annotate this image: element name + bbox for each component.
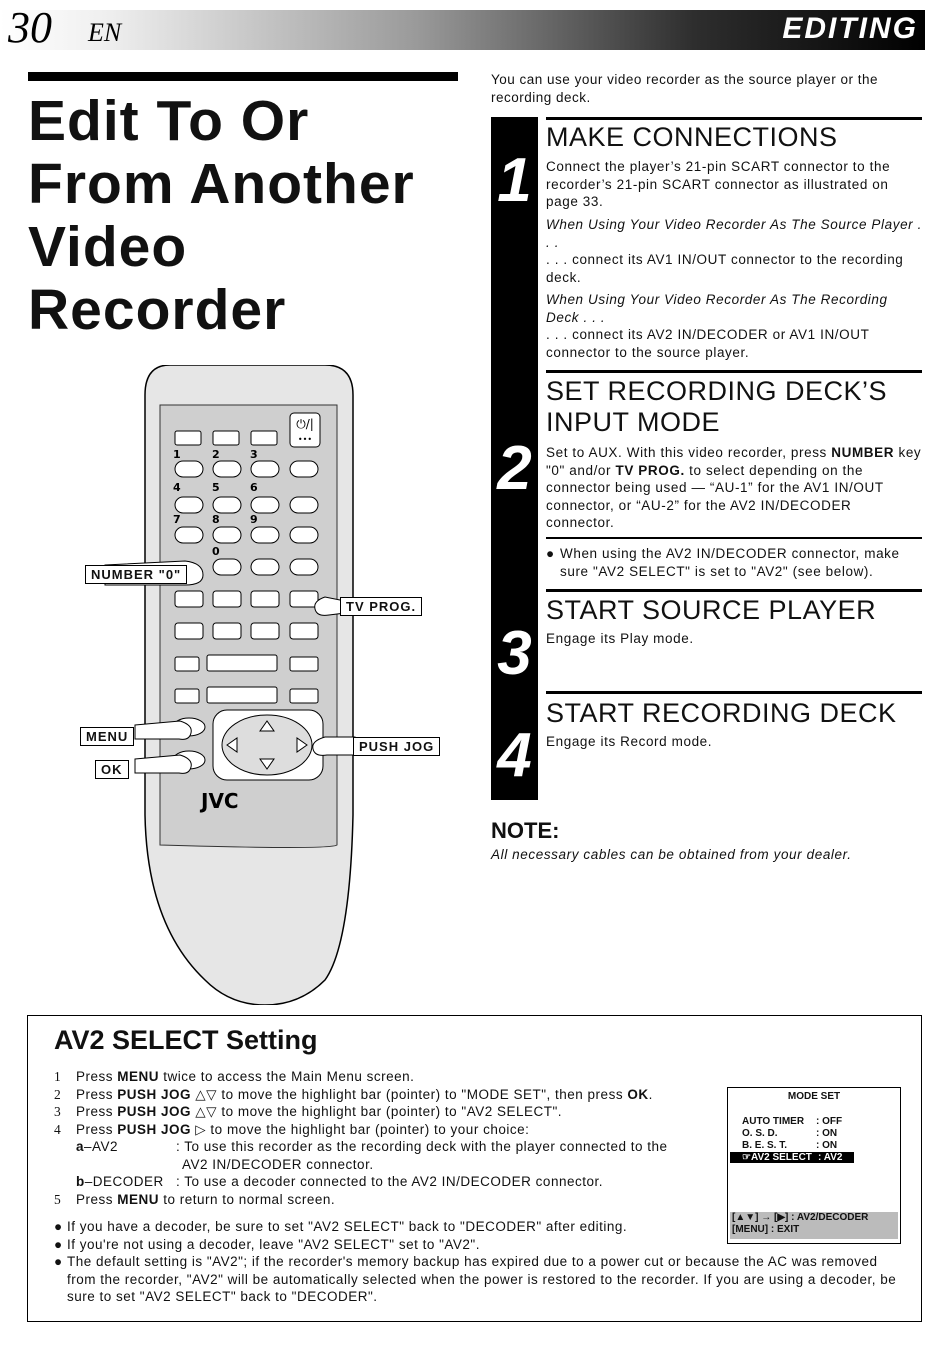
- number-keypad: 1 2 3 4 5 6 7 8 9 0: [173, 448, 319, 576]
- menu-row-av2-select: ☞AV2 SELECT: AV2: [730, 1152, 854, 1163]
- steps-bar: [491, 117, 538, 800]
- av2-option-a: a–AV2: To use this recorder as the recor…: [76, 1139, 668, 1154]
- callout-number-0: NUMBER "0": [85, 565, 188, 584]
- power-icon: ⏻/|: [296, 417, 314, 431]
- title-line-1: Edit To Or: [28, 89, 310, 153]
- title-line-2: From Another: [28, 152, 415, 216]
- pointer-hand-icon: ☞: [742, 1152, 751, 1163]
- step-4-heading: START RECORDING DECK: [546, 698, 897, 728]
- callout-push-jog: PUSH JOG: [353, 737, 441, 756]
- step-1-text: Connect the player’s 21-pin SCART connec…: [546, 159, 891, 209]
- power-button: [289, 412, 321, 448]
- svg-text:0: 0: [212, 545, 220, 558]
- step-4-rule: [546, 691, 922, 694]
- step-1-deck-text: . . . connect its AV2 IN/DECODER or AV1 …: [546, 327, 870, 360]
- menu-row-osd: O. S. D.: ON: [742, 1128, 838, 1139]
- svg-text:2: 2: [212, 448, 220, 461]
- av2-title: AV2 SELECT Setting: [54, 1025, 318, 1055]
- page-language: EN: [88, 18, 122, 47]
- title-line-3: Video: [28, 215, 188, 279]
- mode-set-menu-screen: MODE SET AUTO TIMER: OFF O. S. D.: ON B.…: [727, 1087, 901, 1244]
- intro-text: You can use your video recorder as the s…: [491, 72, 878, 105]
- svg-text:3: 3: [250, 448, 258, 461]
- step-number-1: 1: [497, 146, 532, 215]
- step-3-rule: [546, 589, 922, 592]
- svg-text:4: 4: [173, 481, 181, 494]
- av2-note-3: ●The default setting is "AV2"; if the re…: [54, 1254, 897, 1304]
- step-number-4: 4: [497, 721, 532, 790]
- zero-key: [212, 558, 242, 576]
- av2-note-2: ●If you're not using a decoder, leave "A…: [54, 1236, 480, 1252]
- step-1-rule: [546, 117, 922, 120]
- push-jog-dial: [221, 714, 313, 776]
- page-number: 30: [8, 3, 52, 52]
- step-2-text: Set to AUX. With this video recorder, pr…: [546, 445, 922, 530]
- step-2-divider: [546, 537, 922, 539]
- step-1-source-heading: When Using Your Video Recorder As The So…: [546, 217, 922, 250]
- step-number-2: 2: [497, 434, 532, 503]
- title-line-4: Recorder: [28, 278, 287, 342]
- step-number-3: 3: [497, 619, 532, 688]
- callout-tv-prog: TV PROG.: [340, 597, 423, 616]
- menu-row-best: B. E. S. T.: ON: [742, 1140, 838, 1151]
- brand-logo: JVC: [199, 789, 239, 813]
- step-2-rule: [546, 370, 922, 373]
- section-label: EDITING: [782, 12, 918, 45]
- step-2-bullet: ●When using the AV2 IN/DECODER connector…: [546, 546, 900, 579]
- title-rule: [28, 72, 458, 81]
- av2-option-b: b–DECODER: To use a decoder connected to…: [76, 1174, 603, 1189]
- av2-notes: ●If you have a decoder, be sure to set "…: [54, 1218, 904, 1306]
- step-1-heading: MAKE CONNECTIONS: [546, 122, 838, 152]
- menu-row-auto-timer: AUTO TIMER: OFF: [742, 1116, 843, 1127]
- step-4-text: Engage its Record mode.: [546, 734, 713, 749]
- svg-text:1: 1: [173, 448, 181, 461]
- remote-drawing: ⏻/| ••• 1 2 3 4 5 6 7 8 9: [104, 364, 356, 1006]
- callout-menu: MENU: [80, 727, 135, 746]
- note-heading: NOTE:: [491, 818, 560, 843]
- header-bar: [0, 10, 925, 50]
- av2-option-a-cont: AV2 IN/DECODER connector.: [182, 1156, 374, 1172]
- note-text: All necessary cables can be obtained fro…: [491, 847, 852, 862]
- menu-footer: [▲▼] → [▶] : AV2/DECODER [MENU] : EXIT: [730, 1212, 898, 1239]
- step-3-text: Engage its Play mode.: [546, 631, 694, 646]
- callout-ok: OK: [95, 760, 129, 779]
- av2-select-box: [27, 1015, 922, 1322]
- svg-text:5: 5: [212, 481, 220, 494]
- svg-text:9: 9: [250, 513, 258, 526]
- av2-note-1: ●If you have a decoder, be sure to set "…: [54, 1219, 628, 1234]
- svg-text:•••: •••: [298, 435, 312, 444]
- step-3-heading: START SOURCE PLAYER: [546, 595, 877, 625]
- step-1-source-text: . . . connect its AV1 IN/OUT connector t…: [546, 252, 904, 285]
- svg-text:8: 8: [212, 513, 220, 526]
- menu-title: MODE SET: [787, 1091, 841, 1102]
- page-title: Edit To Or From Another Video Recorder: [28, 90, 468, 342]
- step-1-deck-heading: When Using Your Video Recorder As The Re…: [546, 292, 888, 325]
- svg-text:6: 6: [250, 481, 258, 494]
- svg-text:7: 7: [173, 513, 181, 526]
- step-2-heading: SET RECORDING DECK’S INPUT MODE: [546, 376, 888, 437]
- remote-illustration: ⏻/| ••• 1 2 3 4 5 6 7 8 9: [75, 364, 445, 1006]
